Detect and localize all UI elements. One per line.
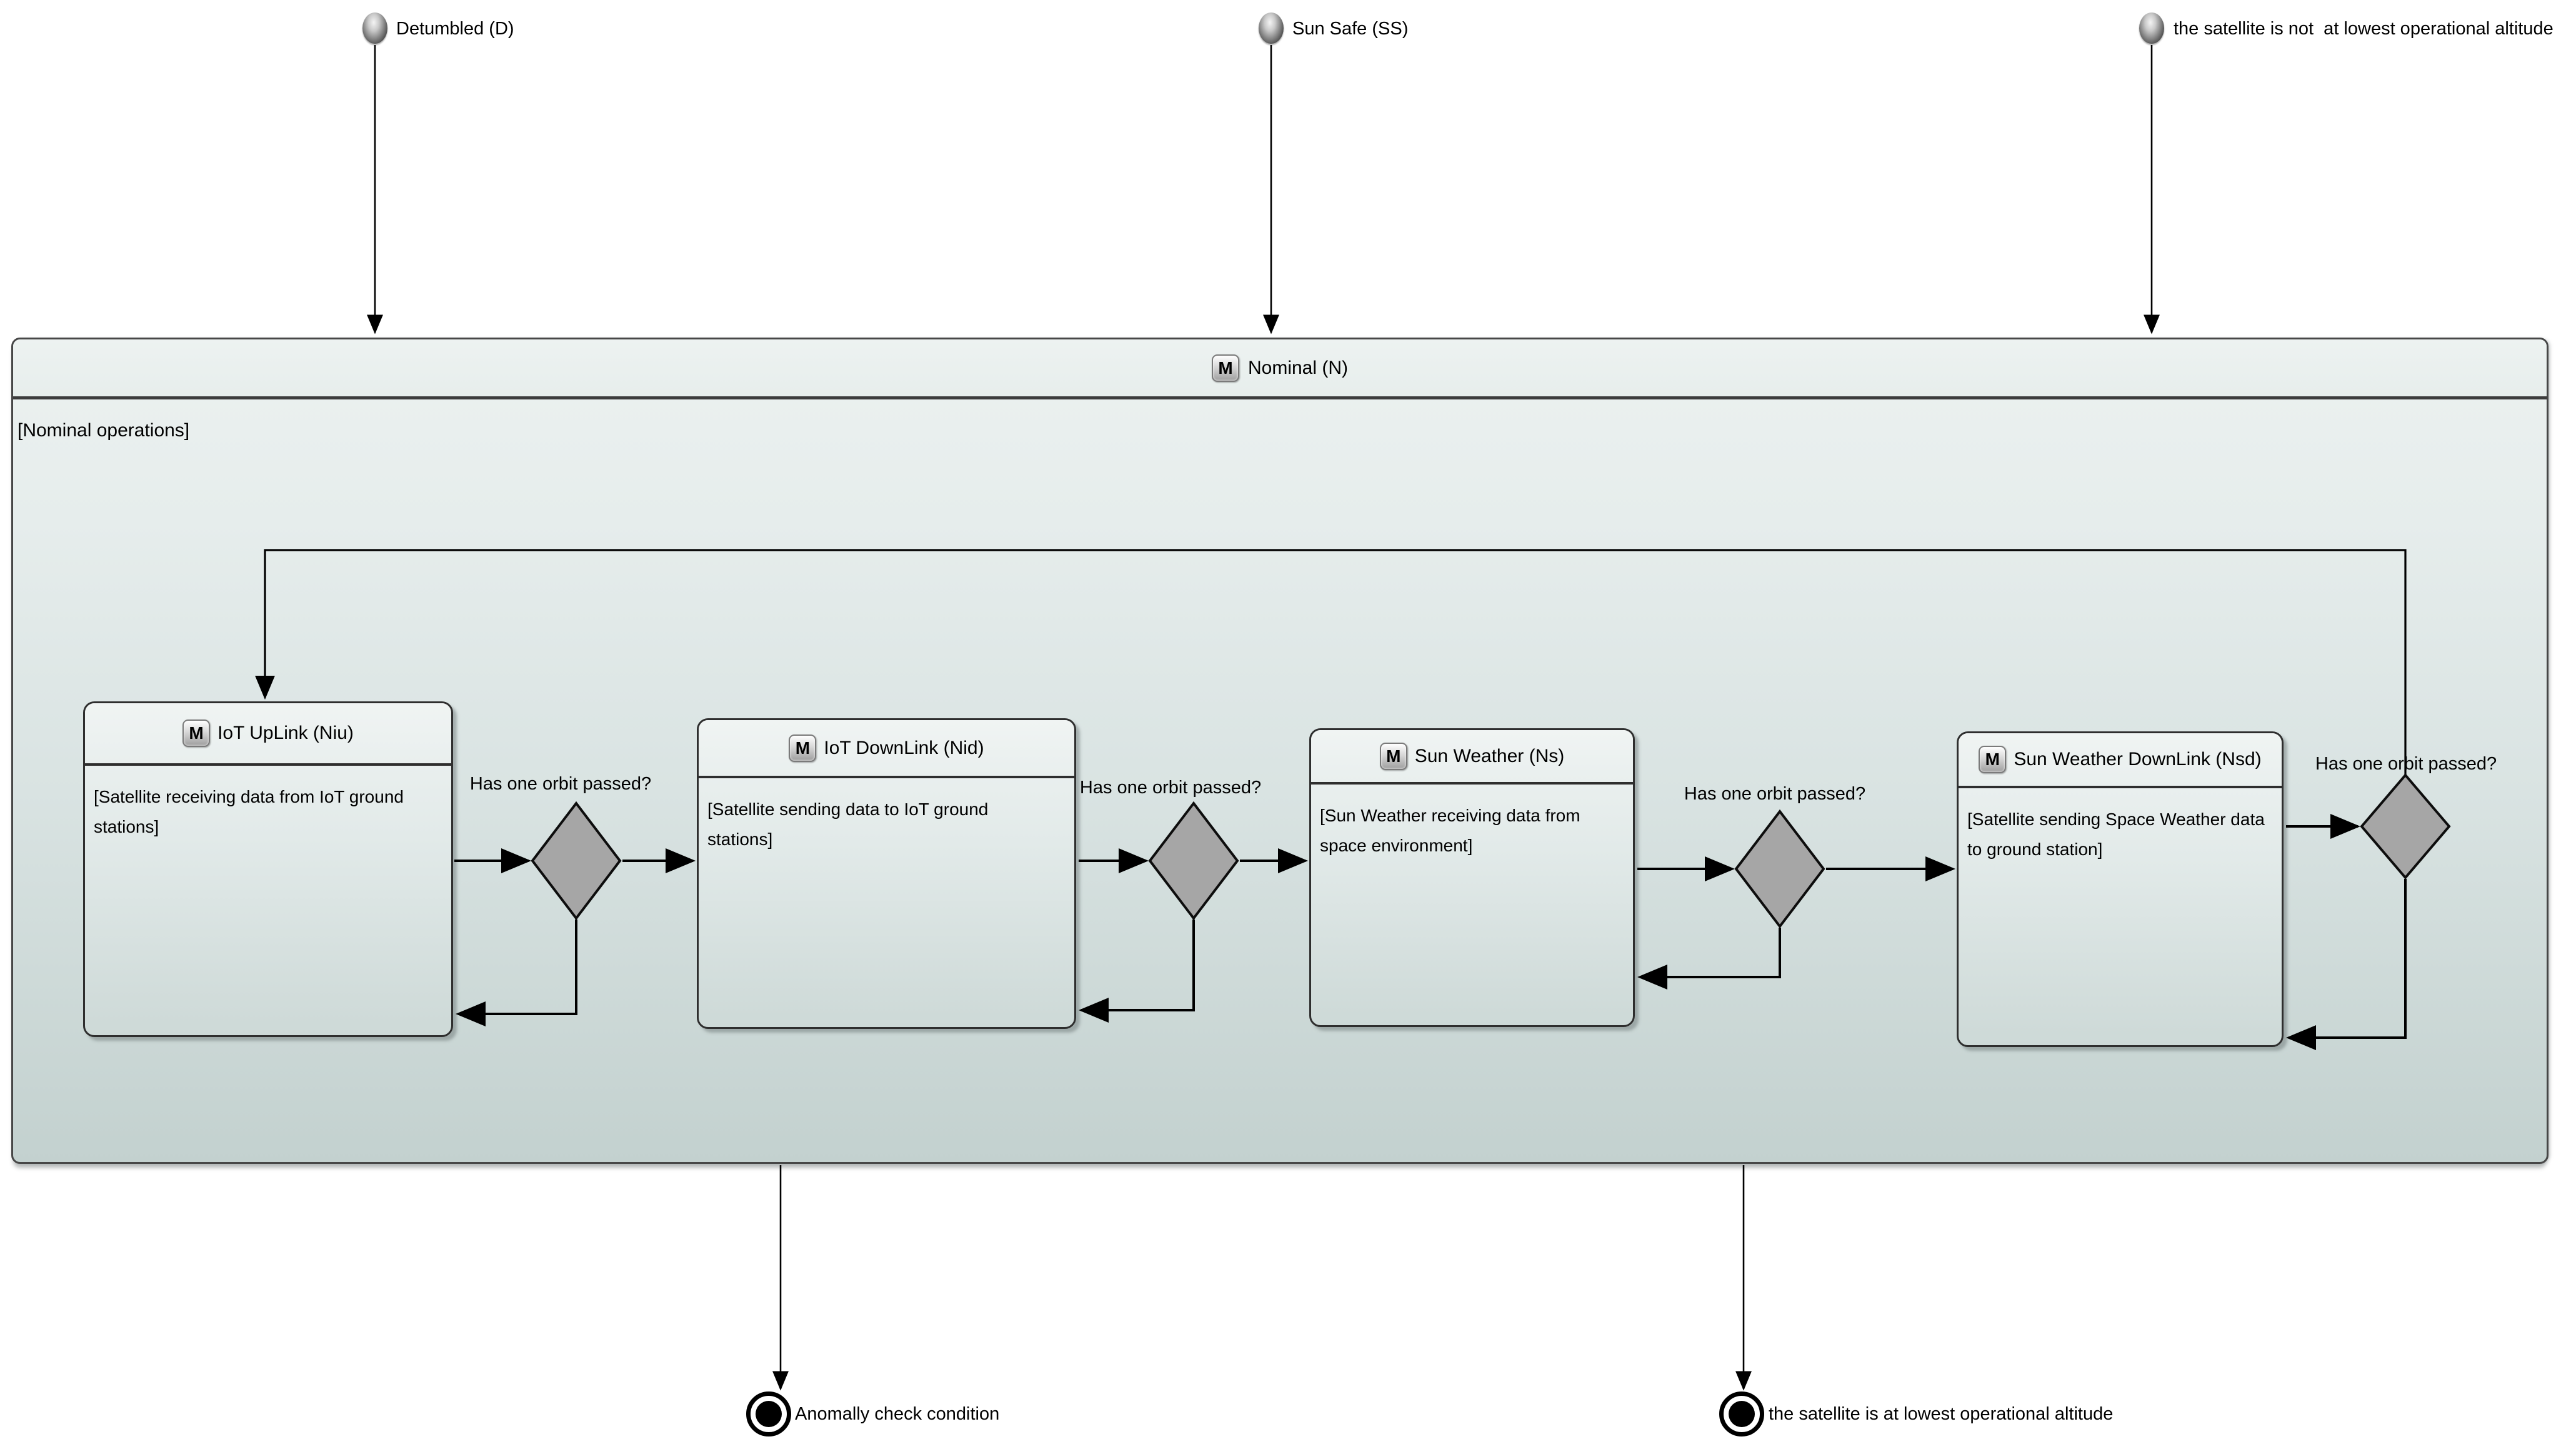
decision-node-3[interactable] [1734,809,1825,929]
decision-node-4[interactable] [2360,773,2451,880]
model-m-icon: M [1979,746,2007,773]
state-iot-downlink[interactable]: M IoT DownLink (Nid) [Satellite sending … [697,718,1076,1029]
decision-label-2: Has one orbit passed? [1079,778,1262,798]
initial-node-not-lowest-altitude-label: the satellite is not at lowest operation… [2174,19,2554,39]
state-iot-uplink-title: IoT UpLink (Niu) [217,723,354,743]
state-iot-downlink-body: [Satellite sending data to IoT ground st… [707,800,989,849]
state-nominal-header[interactable]: M Nominal (N) [13,339,2547,399]
state-sun-weather-downlink[interactable]: M Sun Weather DownLink (Nsd) [Satellite … [1957,731,2284,1047]
initial-node-sun-safe[interactable] [1259,13,1284,44]
initial-node-detumbled[interactable] [362,13,387,44]
initial-node-not-lowest-altitude[interactable] [2139,13,2164,44]
model-m-icon: M [1379,742,1407,770]
state-iot-downlink-header[interactable]: M IoT DownLink (Nid) [699,720,1074,778]
final-node-lowest-altitude-label: the satellite is at lowest operational a… [1769,1404,2114,1424]
state-sun-weather-title: Sun Weather (Ns) [1414,745,1565,766]
state-iot-uplink-header[interactable]: M IoT UpLink (Niu) [85,703,451,766]
state-iot-uplink[interactable]: M IoT UpLink (Niu) [Satellite receiving … [83,701,453,1037]
initial-node-detumbled-label: Detumbled (D) [396,19,514,39]
state-sun-weather-downlink-title: Sun Weather DownLink (Nsd) [2014,749,2262,770]
model-m-icon: M [789,734,817,762]
state-sun-weather-body: [Sun Weather receiving data from space e… [1320,806,1580,855]
state-nominal-title: Nominal (N) [1247,357,1349,378]
initial-node-sun-safe-label: Sun Safe (SS) [1292,19,1409,39]
state-iot-downlink-title: IoT DownLink (Nid) [824,737,984,758]
state-iot-uplink-body: [Satellite receiving data from IoT groun… [94,787,404,836]
state-sun-weather[interactable]: M Sun Weather (Ns) [Sun Weather receivin… [1309,728,1635,1027]
state-sun-weather-downlink-body: [Satellite sending Space Weather data to… [1967,810,2265,859]
decision-node-1[interactable] [531,801,622,921]
decision-label-3: Has one orbit passed? [1684,784,1866,804]
decision-node-2[interactable] [1148,801,1239,921]
decision-label-1: Has one orbit passed? [469,774,652,794]
guard-nominal-operations: [Nominal operations] [17,420,190,441]
decision-label-4: Has one orbit passed? [2315,754,2497,774]
model-m-icon: M [182,719,211,747]
model-m-icon: M [1211,354,1239,382]
final-node-anomaly-label: Anomally check condition [795,1404,1000,1424]
final-node-lowest-altitude[interactable] [1719,1391,1764,1436]
state-sun-weather-downlink-header[interactable]: M Sun Weather DownLink (Nsd) [1959,733,2282,788]
state-sun-weather-header[interactable]: M Sun Weather (Ns) [1311,730,1633,785]
final-node-anomaly[interactable] [746,1391,791,1436]
